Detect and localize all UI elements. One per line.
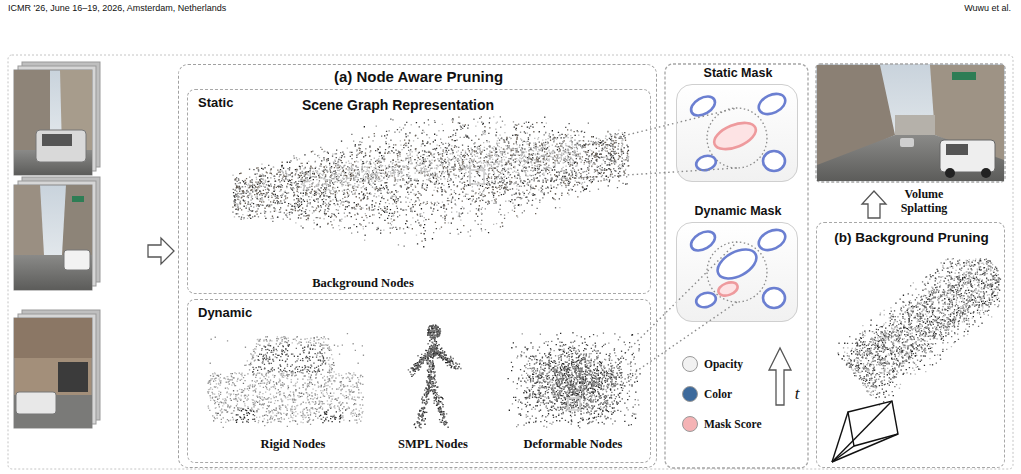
- car-points: [208, 336, 364, 423]
- legend-swatch: [682, 356, 698, 372]
- node-heading: (a) Node Aware Pruning: [179, 68, 658, 86]
- node-heading: Dynamic: [198, 305, 288, 321]
- section-box: DynamicRigid NodesSMPL NodesDeformable N…: [187, 299, 651, 463]
- legend-text: Color: [704, 388, 732, 400]
- legend-swatch: [682, 416, 698, 432]
- deformable-points: [513, 332, 640, 428]
- node-heading: Static: [198, 95, 278, 111]
- mask-ground: [676, 84, 798, 182]
- text-slot: Volume Splatting: [888, 187, 960, 216]
- point-clouds: [207, 116, 1001, 428]
- car-points: [252, 344, 326, 373]
- step-label: Volume Splatting: [888, 187, 960, 216]
- text-slot: Static Mask: [667, 66, 809, 81]
- pruned-points: [841, 262, 999, 396]
- text-slot: Dynamic: [198, 305, 288, 321]
- node-caption: Rigid Nodes: [218, 437, 368, 452]
- mask-panel: [665, 64, 808, 468]
- flow-arrow: [148, 238, 174, 264]
- node-caption: Scene Graph Representation: [278, 97, 518, 114]
- input-photos: [14, 62, 100, 428]
- text-slot: Deformable Nodes: [498, 437, 648, 452]
- legend-row: Color: [682, 386, 732, 402]
- rendered-image: [816, 64, 1005, 182]
- node-heading: Static Mask: [667, 66, 809, 81]
- scene-points: [233, 122, 629, 248]
- dynamic-mask-ellipses: [688, 226, 789, 309]
- car-points: [207, 337, 359, 423]
- node-caption: Deformable Nodes: [498, 437, 648, 452]
- text-slot: ICMR '26, June 16–19, 2026, Amsterdam, N…: [8, 3, 328, 14]
- text-slot: SMPL Nodes: [368, 437, 498, 452]
- legend-row: Mask Score: [682, 416, 762, 432]
- text-slot: (b) Background Pruning: [817, 230, 1006, 246]
- pruning-panel: (a) Node Aware PruningStaticScene Graph …: [178, 64, 657, 468]
- mask-box: Dynamic Mask: [676, 222, 798, 322]
- scene-points: [232, 116, 629, 247]
- time-arrow: [769, 348, 791, 405]
- pruned-points: [838, 258, 1002, 406]
- static-mask-ellipses: [688, 90, 789, 172]
- legend-swatch: [682, 386, 698, 402]
- text-slot: t: [790, 384, 804, 404]
- smpl-points: [408, 325, 462, 429]
- outer-frame: [8, 55, 1013, 469]
- legend-text: Mask Score: [704, 418, 762, 430]
- legend-row: Opacity: [682, 356, 743, 372]
- pruned-points: [844, 258, 1000, 395]
- pruned-points: [838, 260, 999, 399]
- scene-points: [232, 116, 629, 242]
- text-slot: Static: [198, 95, 278, 111]
- focus-square: [470, 170, 484, 184]
- pruned-points: [838, 258, 1000, 402]
- node-caption: Background Nodes: [288, 276, 438, 291]
- smpl-points: [411, 324, 460, 428]
- mask-ground: [676, 222, 798, 322]
- text-slot: Rigid Nodes: [218, 437, 368, 452]
- splat-arrow: [862, 191, 886, 218]
- focus-square: [568, 398, 580, 410]
- author-header: Wuwu et al.: [905, 3, 1011, 14]
- car-points: [208, 333, 365, 428]
- node-caption: SMPL Nodes: [368, 437, 498, 452]
- section-box: StaticScene Graph RepresentationBackgrou…: [187, 89, 651, 294]
- node-heading: Dynamic Mask: [667, 204, 809, 219]
- deformable-points: [512, 333, 640, 428]
- text-slot: (a) Node Aware Pruning: [179, 68, 658, 86]
- text-slot: Background Nodes: [288, 276, 438, 291]
- text-slot: Dynamic Mask: [667, 204, 809, 219]
- scene-points: [232, 116, 628, 241]
- section-box: (b) Background Pruning: [816, 222, 1005, 468]
- camera-frustum: [832, 401, 898, 462]
- node-heading: (b) Background Pruning: [817, 230, 1006, 246]
- text-slot: Scene Graph Representation: [278, 97, 518, 114]
- running-header: ICMR '26, June 16–19, 2026, Amsterdam, N…: [8, 3, 328, 14]
- text-slot: Wuwu et al.: [905, 3, 1011, 14]
- axis-symbol: t: [790, 384, 804, 404]
- legend-text: Opacity: [704, 358, 743, 370]
- mask-box: Static Mask: [676, 84, 798, 182]
- smpl-points: [410, 325, 459, 428]
